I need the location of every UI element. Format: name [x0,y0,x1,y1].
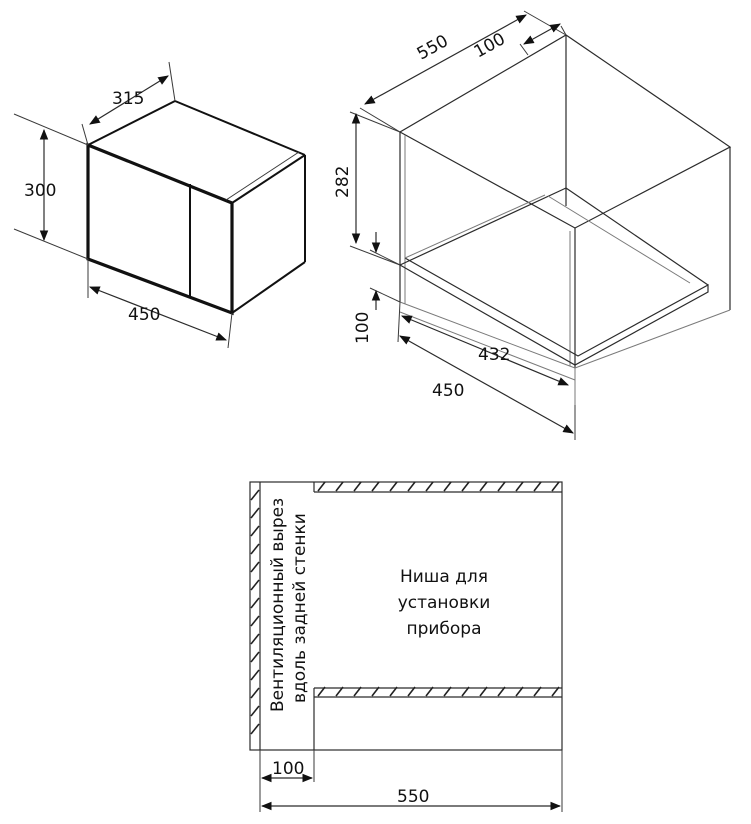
hatch-mark [335,481,344,492]
microwave-front-top-back [231,154,306,204]
hatch-mark [250,507,260,519]
hatch-mark [250,669,260,681]
hatch-mark [425,481,434,492]
hatch-mark [250,723,260,735]
hatch-mark [371,481,380,492]
hatch-mark [335,686,344,697]
hatch-mark [353,481,362,492]
hatch-mark [425,686,434,697]
hatch-mark [250,525,260,537]
hatch-mark [250,597,260,609]
hatch-mark [250,705,260,717]
hatch-mark [389,481,398,492]
microwave-dim-height: 300 [24,181,56,201]
hatch-mark [250,579,260,591]
hatch-mark [461,481,470,492]
niche-dim-bottom-gap: 100 [353,312,373,344]
plan-dim-depth: 550 [397,787,429,807]
microwave-dim-width: 450 [128,305,160,325]
hatch-mark [461,686,470,697]
hatch-mark [250,543,260,555]
hatch-mark [479,481,488,492]
hatch-mark [250,633,260,645]
hatch-mark [515,686,524,697]
niche-dim-outer-width: 450 [432,381,464,401]
hatch-mark [250,687,260,699]
niche-plan-drawing: Вентиляционный вырез вдоль задней стенки… [249,481,563,812]
hatch-mark [497,686,506,697]
niche-label-line3: прибора [406,619,481,639]
wall-hatching [250,481,560,735]
hatch-mark [443,686,452,697]
niche-dim-vent: 100 [471,29,509,62]
hatch-mark [479,686,488,697]
hatch-mark [497,481,506,492]
hatch-mark [533,481,542,492]
hatch-mark [353,686,362,697]
hatch-mark [250,651,260,663]
plan-dim-vent: 100 [272,759,304,779]
hatch-mark [533,686,542,697]
niche-iso-drawing: 550 100 282 100 432 450 [333,10,732,440]
niche-dim-height: 282 [333,166,353,198]
hatch-mark [515,481,524,492]
hatch-mark [389,686,398,697]
hatch-mark [250,561,260,573]
hatch-mark [443,481,452,492]
hatch-mark [551,686,560,697]
hatch-mark [371,686,380,697]
hatch-mark [250,489,260,501]
hatch-mark [317,481,326,492]
microwave-drawing: 315 300 450 [13,61,306,349]
microwave-dim-depth: 315 [112,89,144,109]
hatch-mark [407,686,416,697]
microwave-back-top-edge [174,100,306,156]
niche-label-line2: установки [398,593,491,613]
microwave-bottom-right-edge [231,261,306,314]
vent-label-line1: Вентиляционный вырез [268,498,288,712]
hatch-mark [250,615,260,627]
hatch-mark [551,481,560,492]
niche-label-line1: Ниша для [400,567,488,587]
microwave-front-frame [86,142,234,316]
niche-dim-inner-width: 432 [478,345,510,365]
hatch-mark [407,481,416,492]
hatch-mark [317,686,326,697]
vent-label-line2: вдоль задней стенки [290,513,310,703]
